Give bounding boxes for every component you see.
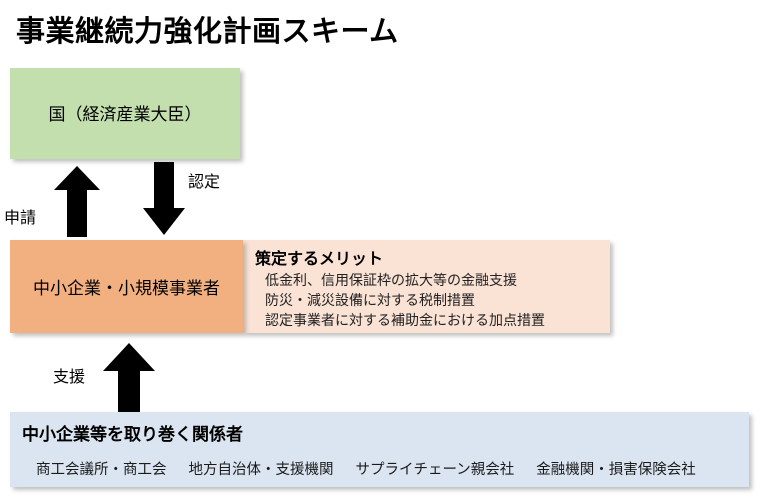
government-box-label: 国（経済産業大臣） <box>48 105 202 124</box>
sme-box: 中小企業・小規模事業者 <box>10 240 243 333</box>
arrow-label-certification: 認定 <box>188 174 221 191</box>
merit-list-item: 低金利、信用保証枠の拡大等の金融支援 <box>265 272 517 288</box>
stakeholder-box: 中小企業等を取り巻く関係者 商工会議所・商工会 地方自治体・支援機関 サプライチ… <box>10 412 749 487</box>
arrow-label-application: 申請 <box>4 210 37 227</box>
arrow-up-support <box>103 343 155 412</box>
arrow-down-certification <box>143 162 185 235</box>
sme-box-label: 中小企業・小規模事業者 <box>33 279 220 298</box>
stakeholder-item: 地方自治体・支援機関 <box>188 462 334 478</box>
merit-list-item: 認定事業者に対する補助金における加点措置 <box>265 312 545 328</box>
merit-panel: 策定するメリット 低金利、信用保証枠の拡大等の金融支援 防災・減災設備に対する税… <box>243 240 610 333</box>
stakeholder-item: サプライチェーン親会社 <box>355 462 515 478</box>
merit-list: 低金利、信用保証枠の拡大等の金融支援 防災・減災設備に対する税制措置 認定事業者… <box>265 270 545 330</box>
arrow-label-support: 支援 <box>53 369 86 386</box>
stakeholder-box-heading: 中小企業等を取り巻く関係者 <box>22 425 243 444</box>
government-box: 国（経済産業大臣） <box>10 68 240 159</box>
merit-panel-heading: 策定するメリット <box>255 251 384 268</box>
page-title: 事業継続力強化計画スキーム <box>16 16 399 48</box>
merit-list-item: 防災・減災設備に対する税制措置 <box>265 292 475 308</box>
stakeholder-item: 商工会議所・商工会 <box>36 462 167 478</box>
stakeholder-item: 金融機関・損害保険会社 <box>536 462 696 478</box>
arrow-up-application <box>54 166 100 237</box>
stakeholder-list: 商工会議所・商工会 地方自治体・支援機関 サプライチェーン親会社 金融機関・損害… <box>36 458 696 479</box>
